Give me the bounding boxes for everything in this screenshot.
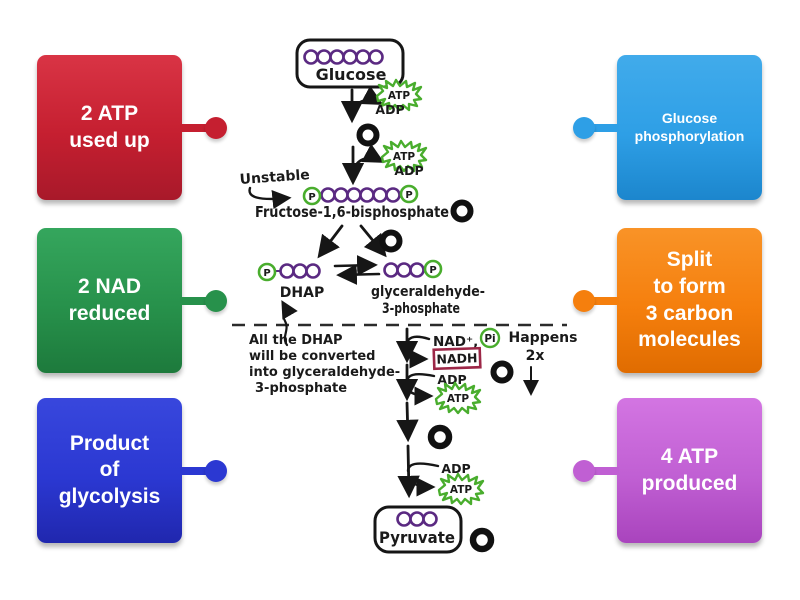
atp-label: ATP — [450, 484, 472, 496]
connector-dot — [573, 116, 595, 139]
g3p-label-line2: 3-phosphate — [382, 301, 460, 317]
atp-label: ATP — [388, 90, 410, 102]
drop-target-4[interactable] — [490, 360, 514, 384]
nadh-label: NADH — [436, 350, 477, 366]
card-label-line: reduced — [68, 301, 151, 325]
drop-target-3[interactable] — [379, 229, 403, 253]
card-label-line: glycolysis — [58, 484, 161, 508]
connector-dot — [573, 289, 595, 312]
pi-label: Pi — [484, 333, 495, 345]
connector-dot — [205, 459, 227, 482]
dhap-node: P DHAP — [257, 262, 324, 301]
glucose-label: Glucose — [316, 65, 387, 84]
answer-card-glucose-phosphorylation[interactable]: Glucose phosphorylation — [573, 55, 762, 200]
pathway-segment — [396, 401, 419, 443]
drop-target-1[interactable] — [356, 123, 380, 147]
equilibrium-arrows — [333, 255, 381, 285]
connector-stub — [180, 296, 208, 305]
fructose-label: Fructose-1,6-bisphosphate — [255, 203, 449, 221]
note-line4: 3-phosphate — [255, 381, 347, 396]
unstable-label: Unstable — [239, 167, 310, 188]
answer-card-2-atp-used-up[interactable]: 2 ATP used up — [37, 55, 227, 200]
card-label-line: 3 carbon — [645, 301, 734, 325]
phosphate-label: P — [429, 265, 436, 276]
answer-card-2-nad-reduced[interactable]: 2 NAD reduced — [37, 228, 227, 373]
atp-label: ATP — [447, 393, 469, 405]
card-label-line: to form — [653, 274, 726, 298]
card-label-line: used up — [69, 128, 150, 152]
glucose-node: Glucose — [295, 38, 405, 89]
connector-stub — [180, 466, 208, 475]
adp-label: ADP — [375, 102, 404, 117]
card-label-line: Split — [666, 248, 713, 272]
card-label-line: 2 NAD — [77, 274, 141, 298]
drop-target-2[interactable] — [450, 199, 474, 223]
connector-stub — [591, 123, 619, 132]
connector-stub — [180, 123, 208, 132]
card-label-line: Glucose — [661, 109, 718, 126]
phosphate-label: P — [405, 190, 412, 201]
note-line1: All the DHAP — [249, 333, 343, 348]
reaction-step-2: ATP ADP — [341, 139, 428, 186]
g3p-label-line1: glyceraldehyde- — [371, 284, 485, 300]
answer-card-split-3-carbon[interactable]: Split to form 3 carbon molecules — [573, 228, 762, 373]
connector-dot — [205, 289, 227, 312]
atp-generation-step-1: ADP ATP — [395, 363, 482, 415]
pyruvate-label: Pyruvate — [379, 528, 455, 547]
split-arrows — [317, 224, 387, 259]
nad-label: NAD⁺, — [433, 334, 478, 350]
atp-label: ATP — [393, 151, 415, 163]
connector-stub — [591, 466, 619, 475]
fructose-bisphosphate-node: P P Fructose-1,6-bisphosphate — [255, 184, 449, 221]
adp-label: ADP — [441, 461, 470, 476]
connector-stub — [591, 296, 619, 305]
card-label-line: phosphorylation — [634, 127, 745, 144]
g3p-node: P glyceraldehyde- 3-phosphate — [371, 259, 485, 317]
connector-dot — [573, 459, 595, 482]
atp-generation-step-2: ADP ATP — [397, 444, 485, 506]
card-label-line: of — [99, 458, 120, 482]
drop-target-6[interactable] — [469, 527, 495, 553]
card-label-line: Product — [69, 431, 150, 455]
reaction-step-1: ATP ADP — [340, 78, 423, 124]
card-label-line: produced — [641, 471, 738, 495]
happens-label-line2: 2x — [526, 348, 545, 364]
note-line3: into glyceraldehyde- — [249, 365, 400, 380]
pi-circle-icon — [479, 327, 501, 349]
phosphate-label: P — [308, 192, 315, 203]
dhap-note: All the DHAP will be converted into glyc… — [249, 300, 400, 396]
phosphate-label: P — [263, 268, 270, 279]
card-label-line: 4 ATP — [660, 444, 719, 468]
pyruvate-node: Pyruvate — [373, 505, 463, 554]
happens-label-line1: Happens — [508, 330, 577, 346]
nadh-box — [432, 346, 482, 371]
adp-label: ADP — [394, 163, 423, 178]
nad-reduction-step: NAD⁺, Pi NADH — [395, 327, 501, 371]
happens-2x-annotation: Happens 2x — [508, 330, 578, 396]
connector-dot — [205, 116, 227, 139]
card-label-line: 2 ATP — [80, 101, 139, 125]
unstable-annotation: Unstable — [239, 167, 310, 210]
card-label-line: molecules — [638, 328, 741, 352]
answer-card-4-atp-produced[interactable]: 4 ATP produced — [573, 398, 762, 543]
note-line2: will be converted — [249, 349, 375, 364]
drop-target-5[interactable] — [427, 424, 453, 450]
dhap-label: DHAP — [280, 285, 324, 301]
answer-card-product-of-glycolysis[interactable]: Product of glycolysis — [37, 398, 227, 543]
